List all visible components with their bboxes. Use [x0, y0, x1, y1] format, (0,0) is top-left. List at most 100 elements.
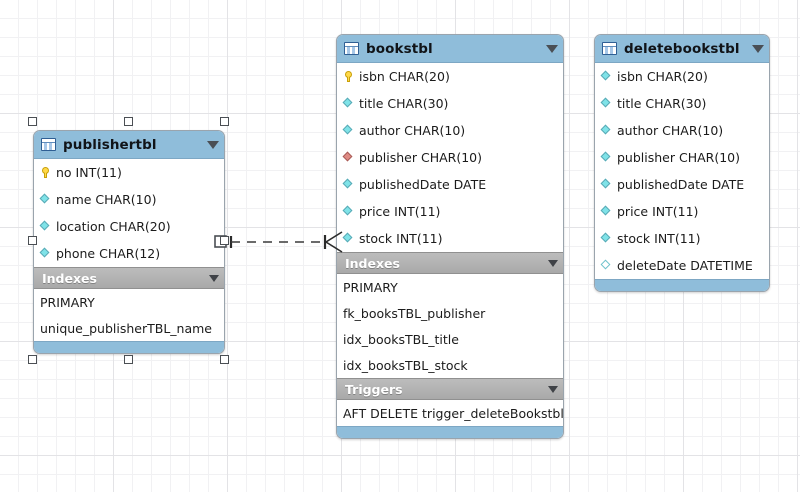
column-row[interactable]: isbn CHAR(20)	[337, 63, 563, 90]
column-label: publisher CHAR(10)	[359, 150, 482, 165]
column-row[interactable]: deleteDate DATETIME	[595, 252, 769, 279]
column-row[interactable]: title CHAR(30)	[337, 90, 563, 117]
table-node-bookstbl[interactable]: bookstbl isbn CHAR(20) title CHAR(30) au…	[336, 34, 564, 439]
column-label: publishedDate DATE	[359, 177, 487, 192]
table-title-label: publishertbl	[63, 136, 157, 153]
resize-handle-middle-right[interactable]	[220, 236, 229, 245]
section-label: Indexes	[42, 270, 97, 286]
column-row[interactable]: publishedDate DATE	[595, 171, 769, 198]
table-icon	[344, 42, 359, 55]
column-label: stock INT(11)	[617, 231, 701, 246]
diamond-icon	[39, 247, 51, 259]
table-footer	[34, 341, 224, 353]
index-label: fk_booksTBL_publisher	[343, 305, 486, 321]
column-label: title CHAR(30)	[359, 96, 449, 111]
key-icon	[343, 71, 354, 82]
column-label: title CHAR(30)	[617, 96, 707, 111]
index-list-bookstbl: PRIMARY fk_booksTBL_publisher idx_booksT…	[337, 274, 563, 378]
diamond-icon	[342, 232, 354, 244]
diamond-icon	[600, 178, 612, 190]
chevron-down-icon[interactable]	[546, 44, 558, 53]
index-row[interactable]: fk_booksTBL_publisher	[337, 300, 563, 326]
table-node-publishertbl[interactable]: publishertbl no INT(11) name CHAR(10) lo…	[33, 130, 225, 354]
index-label: PRIMARY	[343, 279, 398, 295]
index-row[interactable]: PRIMARY	[34, 289, 224, 315]
column-list-deletebookstbl: isbn CHAR(20) title CHAR(30) author CHAR…	[595, 63, 769, 279]
chevron-down-icon[interactable]	[548, 385, 558, 393]
index-label: idx_booksTBL_title	[343, 331, 459, 347]
index-row[interactable]: idx_booksTBL_title	[337, 326, 563, 352]
chevron-down-icon[interactable]	[548, 259, 558, 267]
table-title-label: deletebookstbl	[624, 40, 740, 57]
column-label: location CHAR(20)	[56, 219, 171, 234]
diamond-icon	[342, 124, 354, 136]
diamond-icon	[600, 97, 612, 109]
column-row[interactable]: author CHAR(10)	[595, 117, 769, 144]
resize-handle-top-right[interactable]	[220, 117, 229, 126]
index-row[interactable]: unique_publisherTBL_name	[34, 315, 224, 341]
foreign-key-diamond-icon	[342, 151, 354, 163]
table-header-deletebookstbl[interactable]: deletebookstbl	[595, 35, 769, 63]
column-label: price INT(11)	[359, 204, 441, 219]
crows-foot-icon	[324, 231, 343, 253]
diamond-icon	[39, 220, 51, 232]
table-icon	[602, 42, 617, 55]
column-label: deleteDate DATETIME	[617, 258, 753, 273]
index-label: PRIMARY	[40, 294, 95, 310]
column-label: author CHAR(10)	[617, 123, 724, 138]
diamond-icon	[39, 193, 51, 205]
column-row[interactable]: publisher CHAR(10)	[337, 144, 563, 171]
relationship-publishertbl-bookstbl[interactable]	[214, 226, 344, 258]
section-label: Triggers	[345, 381, 403, 397]
resize-handle-top-center[interactable]	[124, 117, 133, 126]
trigger-list-bookstbl: AFT DELETE trigger_deleteBookstbl	[337, 400, 563, 426]
table-header-publishertbl[interactable]: publishertbl	[34, 131, 224, 159]
column-row[interactable]: stock INT(11)	[595, 225, 769, 252]
index-row[interactable]: PRIMARY	[337, 274, 563, 300]
diamond-icon	[600, 151, 612, 163]
column-label: isbn CHAR(20)	[359, 69, 450, 84]
chevron-down-icon[interactable]	[752, 44, 764, 53]
column-label: publishedDate DATE	[617, 177, 745, 192]
column-label: stock INT(11)	[359, 231, 443, 246]
section-header-triggers[interactable]: Triggers	[337, 378, 563, 400]
column-list-publishertbl: no INT(11) name CHAR(10) location CHAR(2…	[34, 159, 224, 267]
column-row[interactable]: location CHAR(20)	[34, 213, 224, 240]
resize-handle-top-left[interactable]	[28, 117, 37, 126]
resize-handle-bottom-left[interactable]	[28, 355, 37, 364]
chevron-down-icon[interactable]	[207, 140, 219, 149]
column-label: name CHAR(10)	[56, 192, 157, 207]
column-row[interactable]: name CHAR(10)	[34, 186, 224, 213]
chevron-down-icon[interactable]	[209, 274, 219, 282]
index-label: idx_booksTBL_stock	[343, 357, 468, 373]
diamond-icon	[342, 205, 354, 217]
column-row[interactable]: author CHAR(10)	[337, 117, 563, 144]
section-header-indexes[interactable]: Indexes	[337, 252, 563, 274]
trigger-row[interactable]: AFT DELETE trigger_deleteBookstbl	[337, 400, 563, 426]
diamond-icon	[600, 232, 612, 244]
table-footer	[595, 279, 769, 291]
column-row[interactable]: title CHAR(30)	[595, 90, 769, 117]
section-label: Indexes	[345, 255, 400, 271]
column-label: publisher CHAR(10)	[617, 150, 740, 165]
column-row[interactable]: phone CHAR(12)	[34, 240, 224, 267]
resize-handle-bottom-center[interactable]	[124, 355, 133, 364]
table-header-bookstbl[interactable]: bookstbl	[337, 35, 563, 63]
table-node-deletebookstbl[interactable]: deletebookstbl isbn CHAR(20) title CHAR(…	[594, 34, 770, 292]
section-header-indexes[interactable]: Indexes	[34, 267, 224, 289]
resize-handle-middle-left[interactable]	[28, 236, 37, 245]
resize-handle-bottom-right[interactable]	[220, 355, 229, 364]
column-label: no INT(11)	[56, 165, 122, 180]
column-row[interactable]: no INT(11)	[34, 159, 224, 186]
column-row[interactable]: isbn CHAR(20)	[595, 63, 769, 90]
index-list-publishertbl: PRIMARY unique_publisherTBL_name	[34, 289, 224, 341]
nullable-diamond-icon	[600, 259, 612, 271]
column-row[interactable]: stock INT(11)	[337, 225, 563, 252]
diamond-icon	[342, 178, 354, 190]
column-row[interactable]: price INT(11)	[337, 198, 563, 225]
column-row[interactable]: publishedDate DATE	[337, 171, 563, 198]
column-row[interactable]: publisher CHAR(10)	[595, 144, 769, 171]
column-row[interactable]: price INT(11)	[595, 198, 769, 225]
index-row[interactable]: idx_booksTBL_stock	[337, 352, 563, 378]
